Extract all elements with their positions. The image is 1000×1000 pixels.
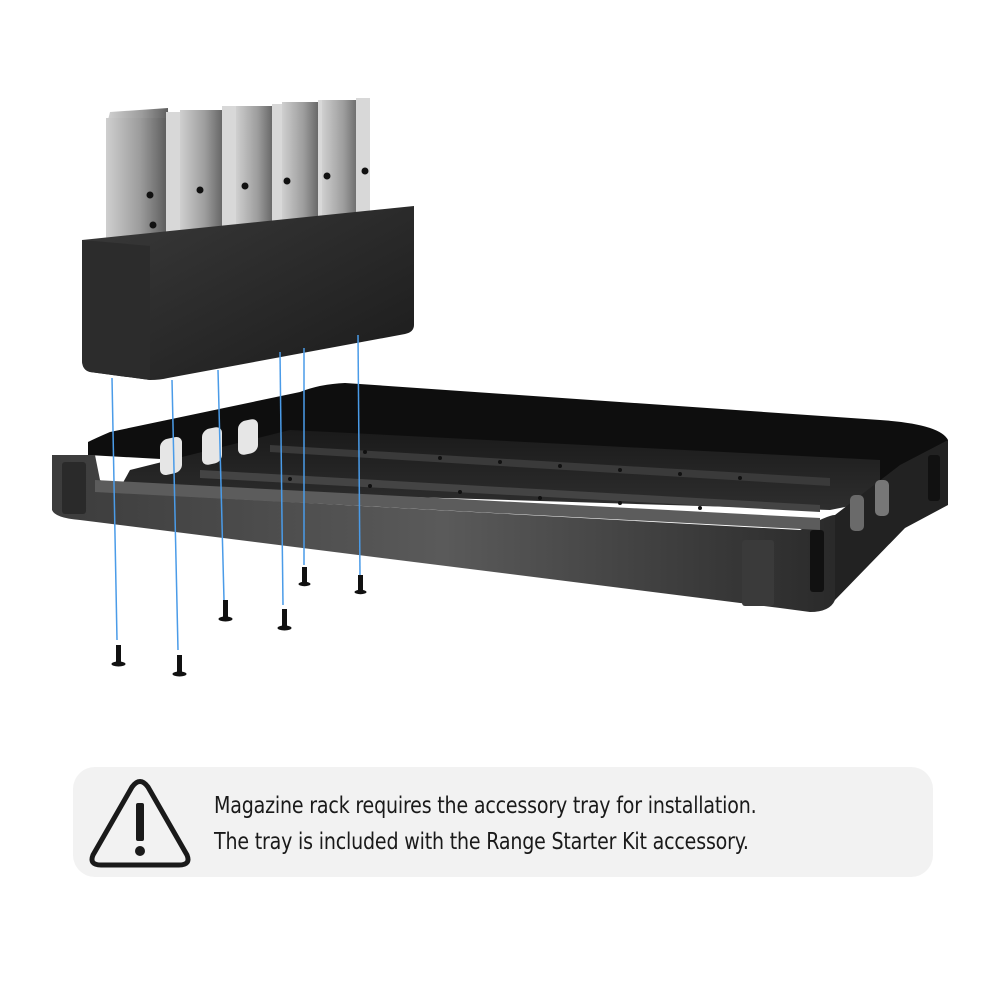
screw-icon <box>172 655 187 677</box>
screw-icon <box>354 575 367 595</box>
warning-triangle-icon <box>89 779 191 868</box>
screw-icon <box>218 600 233 622</box>
notice-text: Magazine rack requires the accessory tra… <box>214 787 924 859</box>
product-exploded-view <box>52 98 948 677</box>
screw-icon <box>111 645 126 667</box>
magazines <box>106 98 370 242</box>
notice-line-2: The tray is included with the Range Star… <box>214 827 749 855</box>
guide-lines <box>111 334 361 651</box>
installation-notice: Magazine rack requires the accessory tra… <box>73 767 933 877</box>
screw-icon <box>277 609 292 631</box>
accessory-tray <box>52 383 948 612</box>
notice-line-1: Magazine rack requires the accessory tra… <box>214 791 757 819</box>
screw-icon <box>298 567 311 587</box>
magazine-rack <box>82 206 414 380</box>
screws <box>111 567 367 677</box>
